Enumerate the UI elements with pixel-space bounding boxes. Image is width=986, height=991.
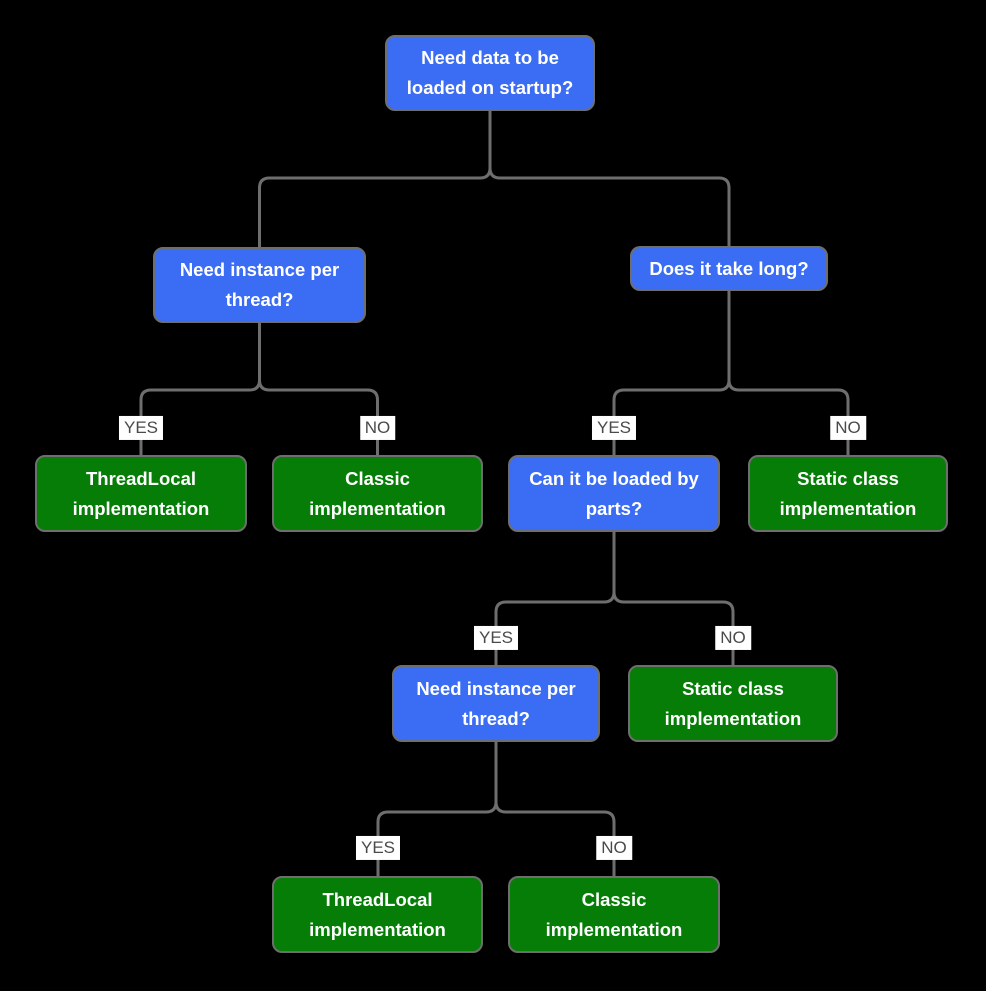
node-classic-implementation-1: Classic implementation [272, 455, 483, 532]
edge-n2-n5 [258, 323, 379, 455]
node-threadlocal-implementation-2: ThreadLocal implementation [272, 876, 483, 953]
edge-label-no-2: NO [830, 415, 866, 441]
edge-n1-n3 [488, 111, 731, 246]
node-threadlocal-implementation-1: ThreadLocal implementation [35, 455, 247, 532]
edge-n8-n11 [494, 742, 616, 876]
edge-n1-n2 [258, 111, 492, 247]
node-need-data-loaded-on-startup: Need data to be loaded on startup? [385, 35, 595, 111]
edge-label-no-3: NO [715, 625, 751, 651]
edge-label-yes-1: YES [118, 415, 164, 441]
node-static-class-implementation-2: Static class implementation [628, 665, 838, 742]
edge-label-yes-3: YES [473, 625, 519, 651]
node-does-it-take-long: Does it take long? [630, 246, 828, 291]
node-static-class-implementation-1: Static class implementation [748, 455, 948, 532]
edge-n6-n9 [612, 532, 735, 665]
edge-label-no-1: NO [359, 415, 396, 441]
node-need-instance-per-thread-2: Need instance per thread? [392, 665, 600, 742]
edge-n3-n7 [727, 291, 850, 455]
edge-label-yes-4: YES [355, 835, 401, 861]
node-need-instance-per-thread-1: Need instance per thread? [153, 247, 366, 323]
edge-label-no-4: NO [596, 835, 632, 861]
node-can-it-be-loaded-by-parts: Can it be loaded by parts? [508, 455, 720, 532]
edge-label-yes-2: YES [591, 415, 637, 441]
node-classic-implementation-2: Classic implementation [508, 876, 720, 953]
